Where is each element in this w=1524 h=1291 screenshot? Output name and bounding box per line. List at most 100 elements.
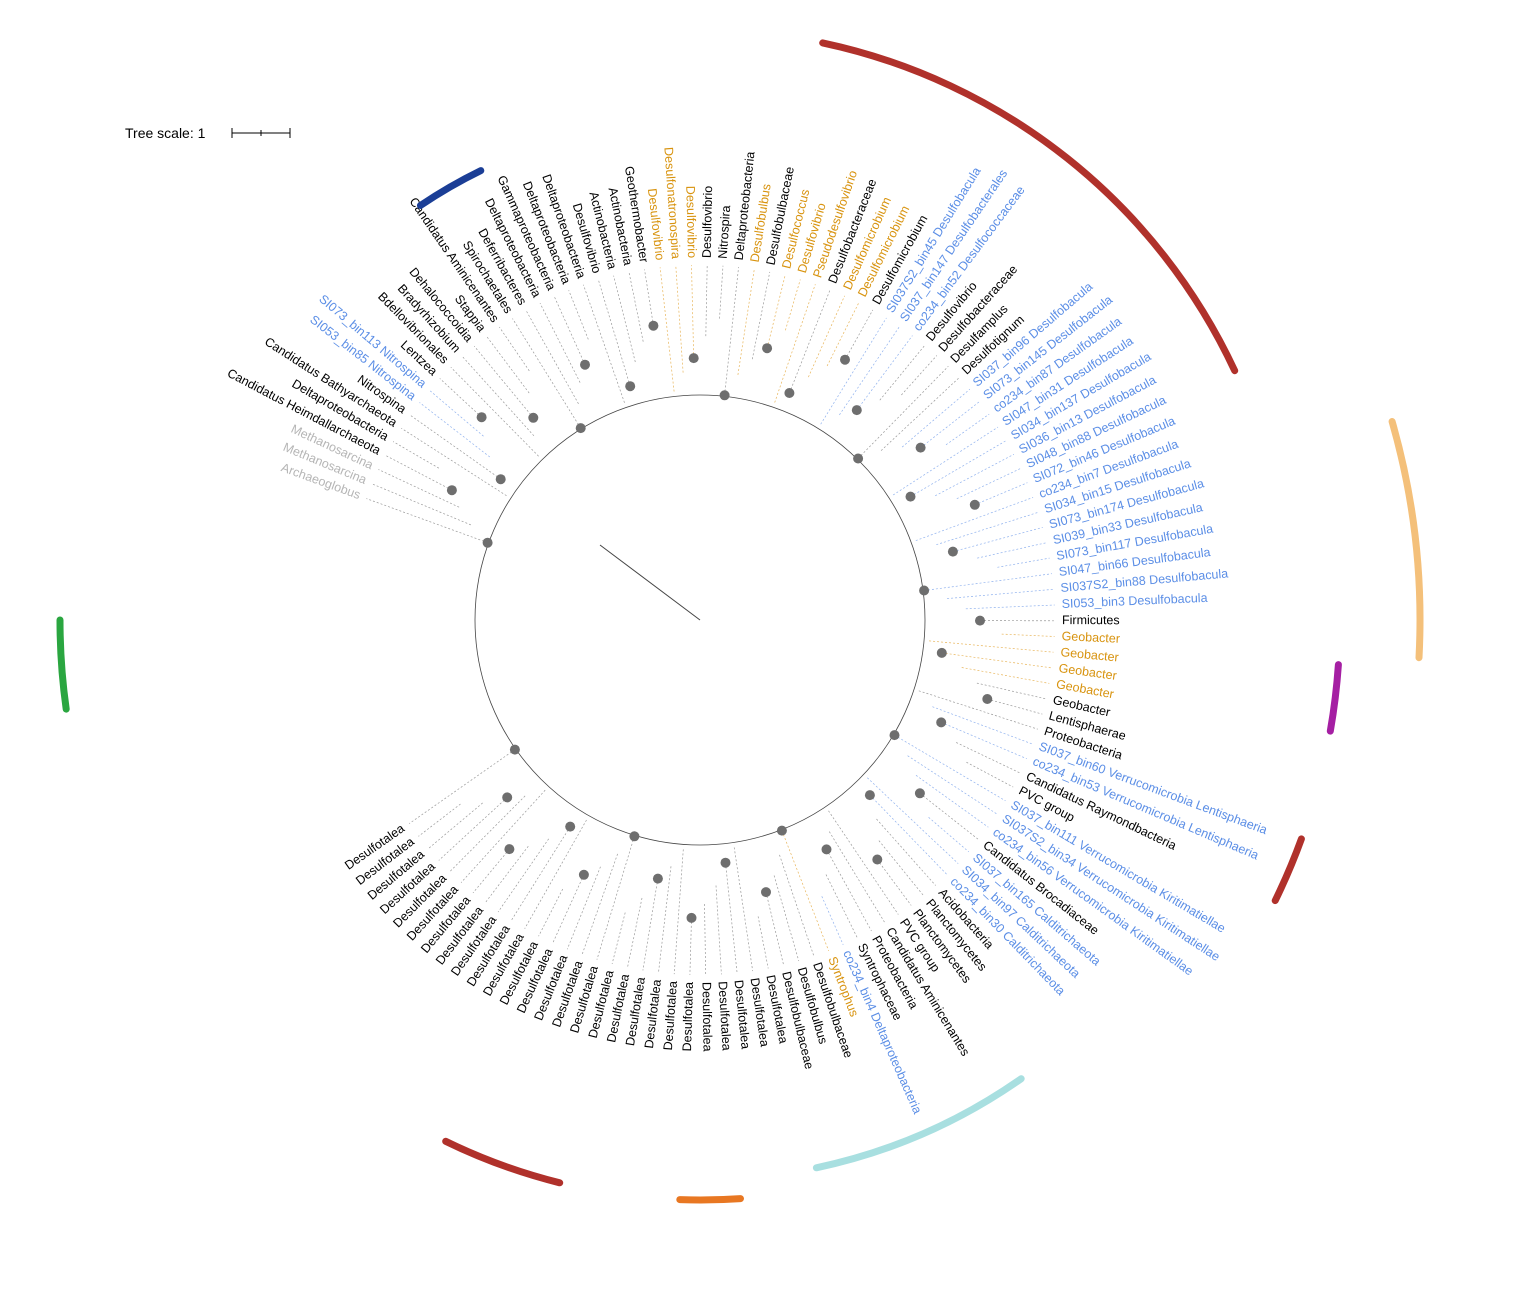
- tip-branch: [499, 326, 530, 372]
- bootstrap-node: [975, 615, 985, 626]
- tip-branch: [627, 897, 643, 968]
- tip-branch: [704, 903, 707, 976]
- tip-label: Desulfotalea: [716, 981, 734, 1051]
- tip-branch: [581, 853, 618, 955]
- tip-branch: [553, 296, 584, 362]
- bootstrap-node: [936, 717, 947, 728]
- tip-branch: [965, 604, 1055, 610]
- tip-branch: [613, 275, 636, 363]
- bootstrap-node: [495, 474, 506, 485]
- tip-branch: [945, 653, 1052, 669]
- tip-branch: [783, 834, 830, 952]
- tip-branch: [733, 847, 754, 972]
- tip-branch: [409, 414, 498, 478]
- bootstrap-node: [688, 353, 699, 364]
- tip-branch: [922, 795, 980, 841]
- bootstrap-node: [476, 412, 487, 423]
- bootstrap-node: [905, 491, 916, 502]
- tip-branch: [944, 723, 1027, 760]
- tip-branch: [947, 588, 1054, 599]
- tip-branch: [927, 573, 1053, 591]
- clade-bar-marinimicrobia: [812, 1075, 1025, 1172]
- tip-branch: [901, 388, 971, 448]
- clade-annotations: [56, 39, 1424, 1204]
- tip-branch: [462, 356, 535, 437]
- bootstrap-node: [625, 381, 636, 392]
- tip-branch: [901, 355, 938, 396]
- tip-branch: [913, 440, 1007, 495]
- tip-branch: [820, 317, 887, 425]
- tip-branch: [642, 882, 658, 971]
- tip-branch: [956, 742, 1021, 774]
- tip-label: Geobacter: [1061, 629, 1120, 646]
- clade-bar-desulfobacterales: [819, 39, 1239, 375]
- tip-branch: [790, 289, 831, 390]
- tip-branch: [737, 269, 755, 375]
- tip-branch: [829, 831, 886, 924]
- tip-branch: [915, 775, 989, 828]
- bootstrap-node: [580, 359, 590, 370]
- tip-branch: [757, 916, 769, 969]
- tip-branch: [385, 455, 449, 489]
- tip-branch: [644, 269, 654, 322]
- bootstrap-node: [565, 821, 576, 832]
- tip-branch: [956, 467, 1022, 500]
- tip-branch: [419, 402, 491, 458]
- bootstrap-node: [652, 873, 663, 884]
- tip-branch: [719, 265, 724, 319]
- tip-branch: [892, 426, 999, 496]
- tip-branch: [966, 761, 1014, 788]
- clade-bar-syntrophus: [1271, 835, 1305, 905]
- tree-scale-label: Tree scale: 1: [125, 125, 206, 141]
- bootstrap-node: [629, 831, 640, 842]
- bootstrap-node: [851, 405, 862, 416]
- bootstrap-node: [969, 499, 980, 510]
- tip-branch: [675, 265, 684, 373]
- clade-bar-nitrospina: [416, 167, 485, 209]
- tip-branch: [583, 284, 625, 403]
- tip-branch: [858, 335, 913, 408]
- bootstrap-node: [821, 844, 832, 855]
- tip-branch: [472, 851, 508, 894]
- bootstrap-node: [864, 790, 875, 801]
- bootstrap-node: [578, 869, 589, 880]
- bootstrap-node: [504, 844, 515, 855]
- tip-branch: [658, 866, 672, 973]
- tip-branch: [936, 511, 1039, 546]
- tip-branch: [880, 377, 960, 451]
- tip-branch: [473, 345, 532, 415]
- tip-branch: [408, 751, 512, 824]
- tip-branch: [552, 878, 583, 944]
- tip-branch: [932, 706, 1033, 745]
- bootstrap-node: [919, 585, 930, 596]
- clade-bar-calditrichaeota: [1326, 661, 1342, 735]
- tip-label: Firmicutes: [1062, 613, 1120, 627]
- clade-bar-verrucomicrobia: [1388, 418, 1424, 662]
- tip-branch: [997, 557, 1050, 568]
- bootstrap-node: [762, 343, 773, 354]
- bootstrap-node: [982, 694, 993, 704]
- tip-branch: [867, 777, 959, 864]
- tree-branches: [366, 265, 1056, 976]
- tip-branch: [691, 265, 694, 355]
- tip-branch: [860, 366, 949, 456]
- bootstrap-node: [776, 825, 787, 836]
- bootstrap-node: [720, 857, 731, 868]
- tip-branch: [779, 854, 815, 957]
- bootstrap-node: [719, 390, 730, 401]
- tip-branch: [724, 267, 739, 392]
- tip-label: Desulfovibrio: [700, 186, 715, 259]
- tip-branch: [392, 441, 440, 469]
- tip-branch: [961, 667, 1050, 684]
- tip-branch: [428, 802, 483, 849]
- bootstrap-node: [446, 485, 457, 496]
- clade-bar-sar324: [442, 1137, 564, 1187]
- tip-branch: [991, 699, 1043, 715]
- tip-branch: [611, 912, 626, 964]
- tip-branch: [429, 389, 484, 437]
- clade-bar-firmicutes: [56, 616, 70, 713]
- tip-branch: [825, 874, 858, 939]
- tree-root-branch: [599, 544, 701, 621]
- tip-branch: [566, 866, 601, 950]
- tip-branch: [418, 803, 461, 837]
